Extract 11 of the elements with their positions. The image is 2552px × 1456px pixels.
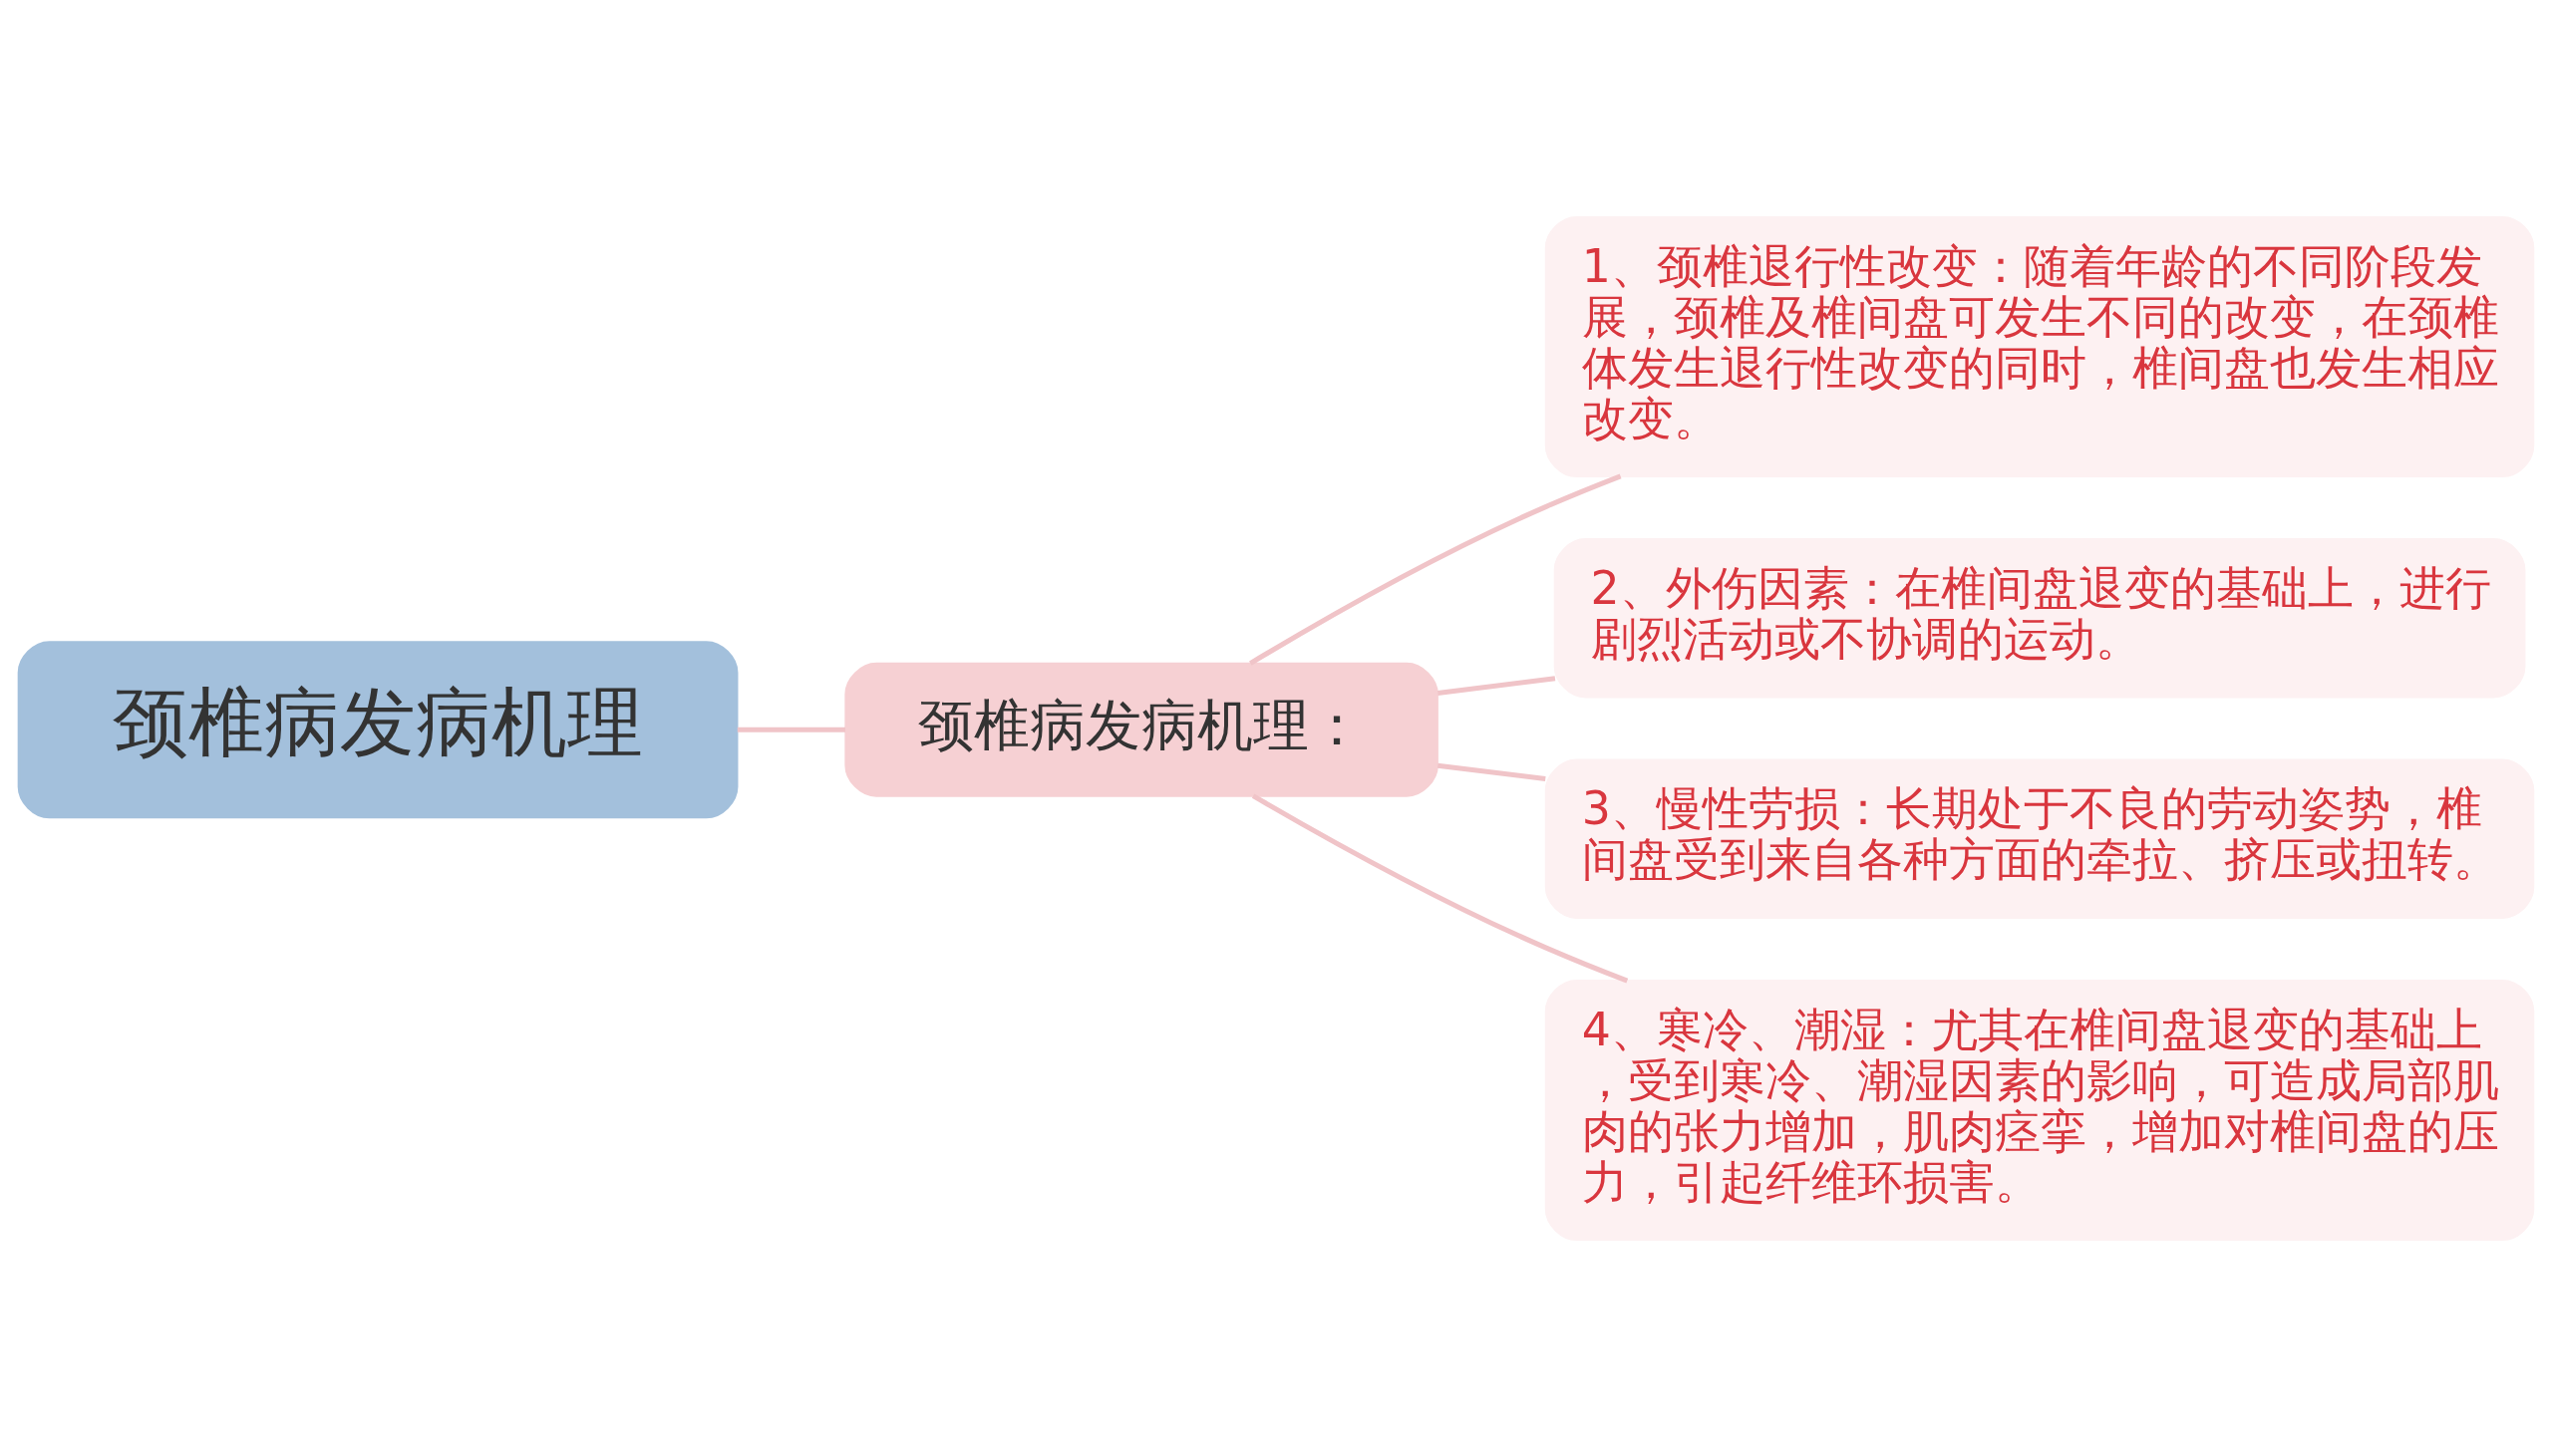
node-box: 3、慢性劳损：长期处于不良的劳动姿势，椎间盘受到来自各种方面的牵拉、挤压或扭转。 xyxy=(1544,758,2535,919)
node-box: 颈椎病发病机理 xyxy=(17,640,739,818)
connector xyxy=(1251,792,1629,984)
node-box: 2、外伤因素：在椎间盘退变的基础上，进行剧烈活动或不协调的运动。 xyxy=(1553,537,2526,698)
node-box: 4、寒冷、潮湿：尤其在椎间盘退变的基础上，受到寒冷、潮湿因素的影响，可造成局部肌肉的张力增加，肌肉痉挛，增加对椎间盘的压力，引起纤维环损害。 xyxy=(1544,979,2535,1241)
connector xyxy=(1436,675,1556,696)
connector xyxy=(1436,762,1546,781)
connector xyxy=(1249,472,1622,666)
node-box: 颈椎病发病机理： xyxy=(844,662,1438,797)
connector xyxy=(737,727,845,732)
node-box: 1、颈椎退行性改变：随着年龄的不同阶段发展，颈椎及椎间盘可发生不同的改变，在颈椎体发生退行性改变的同时，椎间盘也发生相应改变。 xyxy=(1544,215,2535,477)
